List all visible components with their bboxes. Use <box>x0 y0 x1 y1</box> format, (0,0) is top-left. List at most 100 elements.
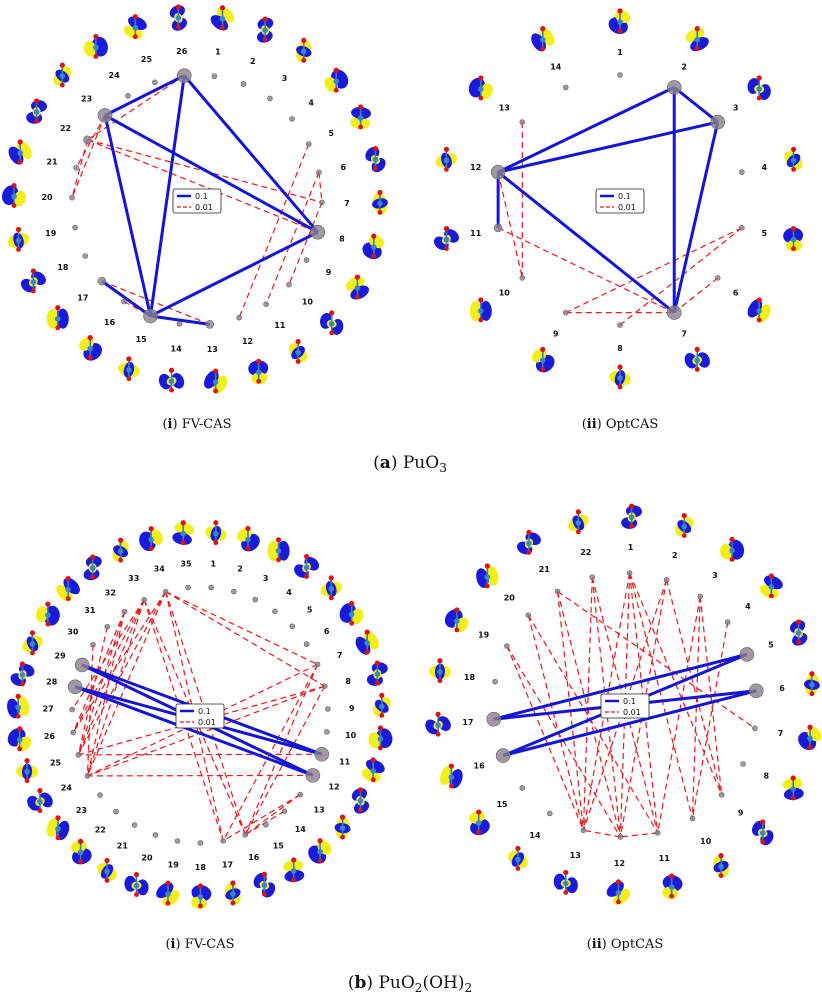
oxygen-atom <box>180 540 186 546</box>
orbital-node-35 <box>185 584 192 591</box>
weak-edges <box>497 86 743 326</box>
legend-label-strong: 0.1 <box>618 192 631 201</box>
orbital-isosurface-icon <box>70 838 92 865</box>
oxygen-atom <box>540 346 546 352</box>
plutonium-atom <box>377 736 384 742</box>
plutonium-atom <box>370 768 377 774</box>
orbital-isosurface-icon <box>531 26 555 52</box>
orbital-node-31 <box>104 623 111 630</box>
orbital-index-21: 21 <box>117 842 129 851</box>
oxygen-atom <box>15 226 22 233</box>
orbital-index-1: 1 <box>210 560 216 569</box>
orbital-isosurface-icon <box>783 226 804 252</box>
oxygen-atom <box>515 845 521 852</box>
plutonium-atom <box>262 27 268 33</box>
orbital-isosurface-icon <box>621 503 642 529</box>
oxygen-atom <box>681 533 687 538</box>
orbital-isosurface-icon <box>606 879 631 905</box>
panel-caption-1: (ii) OptCAS <box>582 417 659 432</box>
edge-0.1 <box>103 115 152 317</box>
oxygen-atom <box>437 678 443 684</box>
orbital-isosurface-icon <box>684 346 710 372</box>
oxygen-atom <box>134 892 139 897</box>
orbital-isosurface-icon <box>782 775 804 801</box>
legend: 0.10.01 <box>172 188 222 214</box>
edge-0.1 <box>74 685 314 777</box>
orbital-node-13 <box>205 320 215 329</box>
orbital-isosurface-icon <box>205 520 227 546</box>
orbital-node-22 <box>113 808 119 815</box>
orbital-node-9 <box>562 309 569 316</box>
orbital-node-6 <box>748 683 764 699</box>
orbital-index-24: 24 <box>61 783 73 792</box>
orbital-index-13: 13 <box>499 104 510 113</box>
orbital-lobe-blue <box>7 698 20 719</box>
oxygen-atom <box>165 900 171 906</box>
orbital-index-16: 16 <box>248 853 260 862</box>
orbital-isosurface-icon <box>124 871 149 897</box>
orbital-index-20: 20 <box>504 593 516 602</box>
orbital-node-16 <box>121 298 127 305</box>
plutonium-atom <box>526 540 532 547</box>
orbital-node-27 <box>69 706 75 713</box>
orbital-index-32: 32 <box>105 588 116 597</box>
oxygen-atom <box>55 325 61 331</box>
oxygen-atom <box>17 726 23 732</box>
oxygen-atom <box>377 210 383 215</box>
legend: 0.1 0.01 <box>595 188 645 214</box>
orbital-isosurface-icon <box>156 880 180 906</box>
orbital-index-31: 31 <box>84 606 96 615</box>
oxygen-atom <box>370 777 376 783</box>
orbital-lobe-yellow <box>469 301 482 322</box>
orbital-node-25 <box>152 79 158 86</box>
oxygen-atom <box>484 583 490 589</box>
plutonium-atom <box>694 36 701 43</box>
orbital-node-12 <box>305 768 321 783</box>
edge-0.01 <box>506 645 584 831</box>
orbital-lobe-yellow <box>83 40 97 57</box>
orbital-index-16: 16 <box>104 318 116 327</box>
orbital-isosurface-icon <box>368 725 393 751</box>
orbital-isosurface-icon <box>675 512 694 538</box>
orbital-node-26 <box>176 68 192 83</box>
orbital-isosurface-icon <box>531 346 555 373</box>
orbital-index-24: 24 <box>109 71 121 80</box>
orbital-index-10: 10 <box>345 731 357 740</box>
orbital-isosurface-icon <box>248 358 269 385</box>
oxygen-atom <box>132 14 138 20</box>
oxygen-atom <box>317 838 323 844</box>
oxygen-atom <box>65 575 71 582</box>
plutonium-atom <box>354 285 361 291</box>
oxygen-atom <box>295 359 301 364</box>
oxygen-atom <box>364 629 370 635</box>
orbital-isosurface-icon <box>7 226 30 252</box>
orbital-node-12 <box>617 834 624 840</box>
orbital-node-26 <box>70 729 77 736</box>
oxygen-atom <box>78 858 83 864</box>
orbital-node-1 <box>617 72 623 78</box>
orbital-index-4: 4 <box>308 99 314 108</box>
edge-0.01 <box>87 685 325 777</box>
oxygen-atom <box>790 146 797 152</box>
legend-label-weak: 0.01 <box>618 203 636 212</box>
orbital-index-10: 10 <box>499 288 511 297</box>
plutonium-atom <box>443 157 450 164</box>
orbital-node-1 <box>208 584 214 591</box>
oxygen-atom <box>87 335 93 341</box>
orbital-isosurface-icon <box>46 305 69 331</box>
orbital-lobe-blue <box>684 353 698 369</box>
orbital-index-17: 17 <box>222 860 233 869</box>
orbital-isosurface-icon <box>508 845 528 871</box>
orbital-isosurface-icon <box>568 509 589 535</box>
orbital-index-13: 13 <box>570 851 581 860</box>
orbital-isosurface-icon <box>123 14 147 40</box>
oxygen-atom <box>301 57 307 63</box>
oxygen-atom <box>256 378 262 384</box>
oxygen-atom <box>340 834 345 840</box>
oxygen-atom <box>328 575 334 581</box>
orbital-node-23 <box>97 792 103 798</box>
oxygen-atom <box>669 873 675 879</box>
plutonium-atom <box>37 798 43 805</box>
orbital-isosurface-icon <box>22 630 43 656</box>
